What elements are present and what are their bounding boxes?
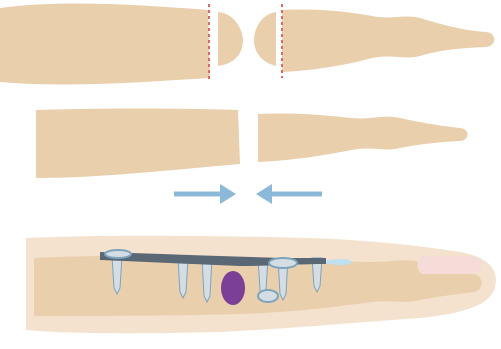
proximal-bone-segment xyxy=(0,4,210,85)
osteotomy-panel xyxy=(0,4,494,85)
neurovascular-bundle xyxy=(221,271,245,305)
proximal-bone-segment xyxy=(36,109,240,179)
tendon-cross-section xyxy=(258,290,278,302)
screw xyxy=(178,258,188,298)
nail xyxy=(418,256,483,274)
screw-head xyxy=(269,258,297,268)
screw-head xyxy=(105,250,131,258)
fixation-panel xyxy=(26,236,496,334)
compression-arrows xyxy=(174,184,322,204)
distal-bone-segment xyxy=(258,113,468,162)
shortened-panel xyxy=(36,109,468,179)
right-arrow-icon xyxy=(174,184,236,204)
resected-bone-sliver xyxy=(254,12,276,66)
resected-bone-wedge xyxy=(218,12,243,66)
distal-bone-segment xyxy=(282,9,494,72)
left-arrow-icon xyxy=(256,184,322,204)
